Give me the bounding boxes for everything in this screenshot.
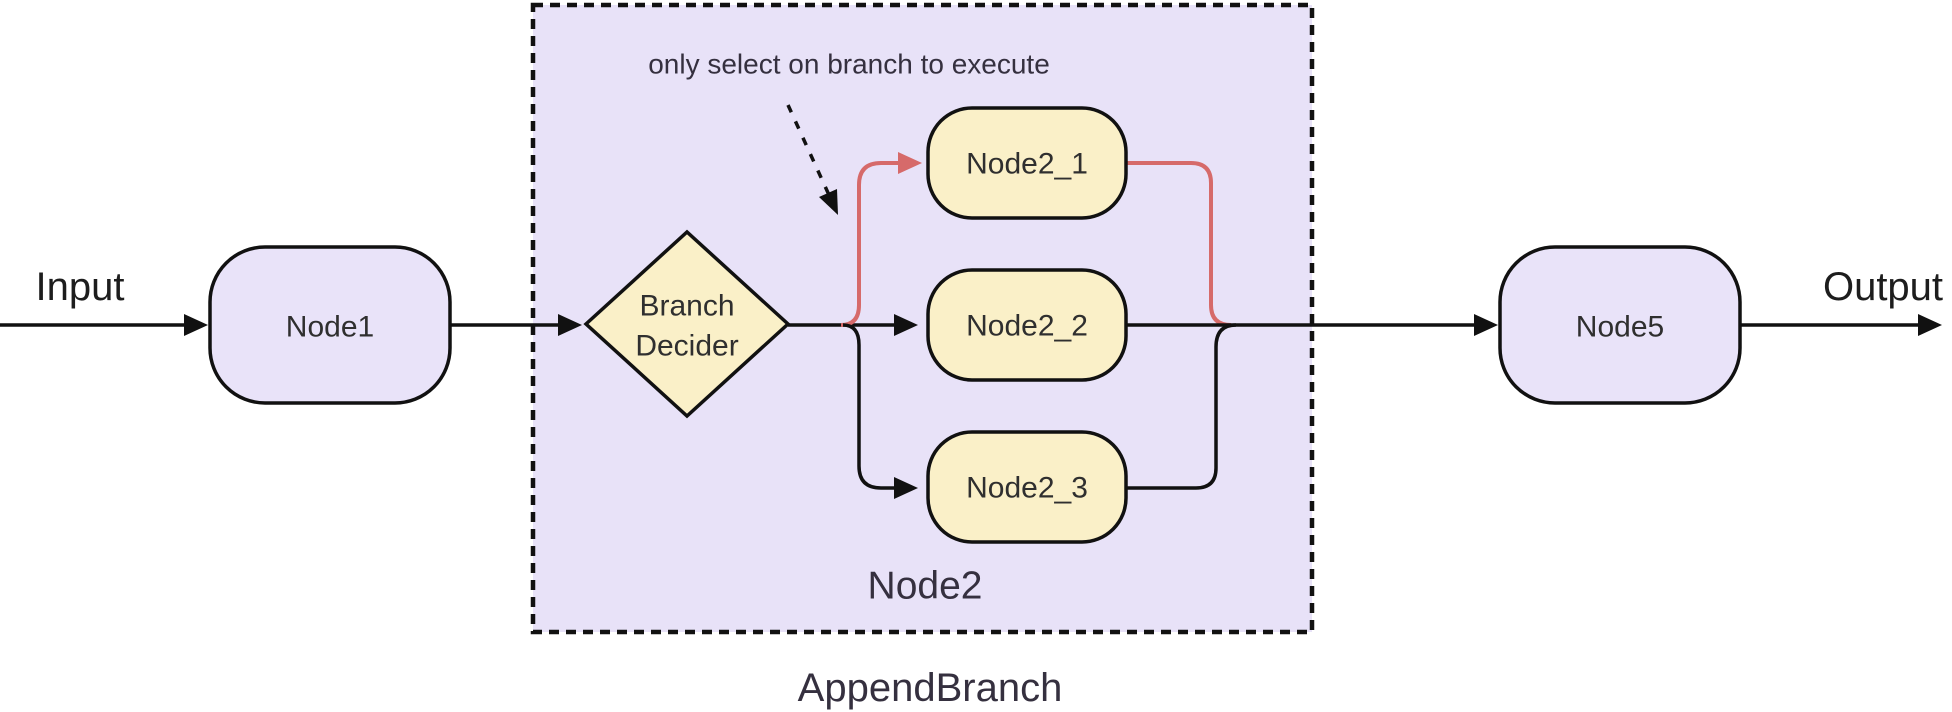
edge-node2-2-to-node5 — [1126, 314, 1498, 336]
arrowhead — [894, 477, 918, 499]
edge-line — [1126, 161, 1232, 327]
arrowhead — [558, 314, 582, 336]
node2-3-shape — [926, 430, 1128, 544]
output-label: Output — [1823, 265, 1943, 309]
node2-2-shape — [926, 268, 1128, 382]
node5-label: Node5 — [1576, 311, 1664, 344]
edge-line — [842, 323, 894, 490]
node2-group-label: Node2 — [868, 565, 983, 608]
node5-shape — [1498, 245, 1742, 405]
node2-1-label: Node2_1 — [966, 148, 1088, 181]
node2-3-label: Node2_3 — [966, 472, 1088, 505]
edge-line — [1126, 323, 1237, 490]
branch-decider-label-line1: Branch — [639, 290, 734, 323]
edge-branch-down — [842, 323, 918, 499]
arrowhead — [1918, 314, 1942, 336]
arrowhead — [184, 314, 208, 336]
annotation-dashed-arrow — [786, 104, 838, 215]
edge-branch-up-red — [840, 152, 922, 327]
node1-label: Node1 — [286, 311, 374, 344]
input-label: Input — [36, 265, 125, 309]
arrowhead — [898, 152, 922, 174]
node2-2-label: Node2_2 — [966, 310, 1088, 343]
annotation-label: only select on branch to execute — [648, 49, 1050, 80]
edge-node2-1-return-red — [1126, 161, 1232, 327]
edge-line — [840, 161, 898, 327]
edge-node5-to-output — [1740, 314, 1942, 336]
arrowhead — [1474, 314, 1498, 336]
edge-node1-to-decider — [450, 314, 582, 336]
branch-decider-shape — [583, 229, 791, 419]
node1-shape — [208, 245, 452, 405]
arrowhead — [894, 314, 918, 336]
branch-decider-label-line2: Decider — [635, 330, 738, 363]
node2-1-shape — [926, 106, 1128, 220]
edge-input-arrow — [0, 314, 208, 336]
appendbranch-label: AppendBranch — [798, 666, 1063, 710]
edge-node2-3-return — [1126, 323, 1237, 490]
arrowhead — [819, 189, 838, 215]
